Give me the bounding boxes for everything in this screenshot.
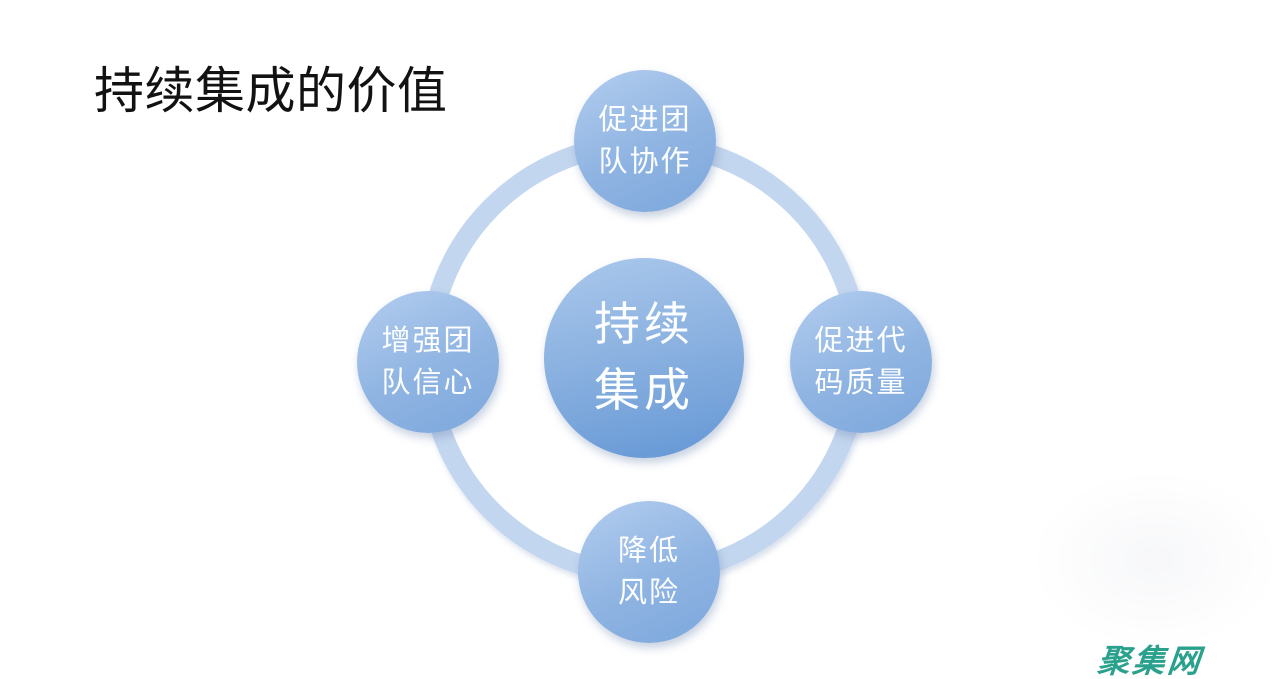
node-label-line: 促进团 xyxy=(598,104,692,136)
node-label-line: 码质量 xyxy=(814,367,908,399)
node-label-line: 队信心 xyxy=(381,367,475,399)
page-title: 持续集成的价值 xyxy=(94,63,448,119)
watermark-logo: 聚集网 xyxy=(1095,643,1205,679)
node-label-line: 队协作 xyxy=(598,146,692,178)
node-label-line: 集成 xyxy=(594,365,694,416)
node-continuous-integration-center: 持续 集成 xyxy=(544,258,744,458)
node-label-line: 持续 xyxy=(594,299,694,350)
node-label-line: 风险 xyxy=(617,577,680,609)
faint-watermark-ghost xyxy=(1030,470,1280,650)
node-boost-team-confidence: 增强团 队信心 xyxy=(357,291,499,433)
node-reduce-risk: 降低 风险 xyxy=(578,501,720,643)
node-label-line: 降低 xyxy=(617,535,680,567)
node-promote-team-collaboration: 促进团 队协作 xyxy=(574,70,716,212)
node-promote-code-quality: 促进代 码质量 xyxy=(790,291,932,433)
node-label-line: 促进代 xyxy=(814,325,908,357)
node-label-line: 增强团 xyxy=(381,325,475,357)
